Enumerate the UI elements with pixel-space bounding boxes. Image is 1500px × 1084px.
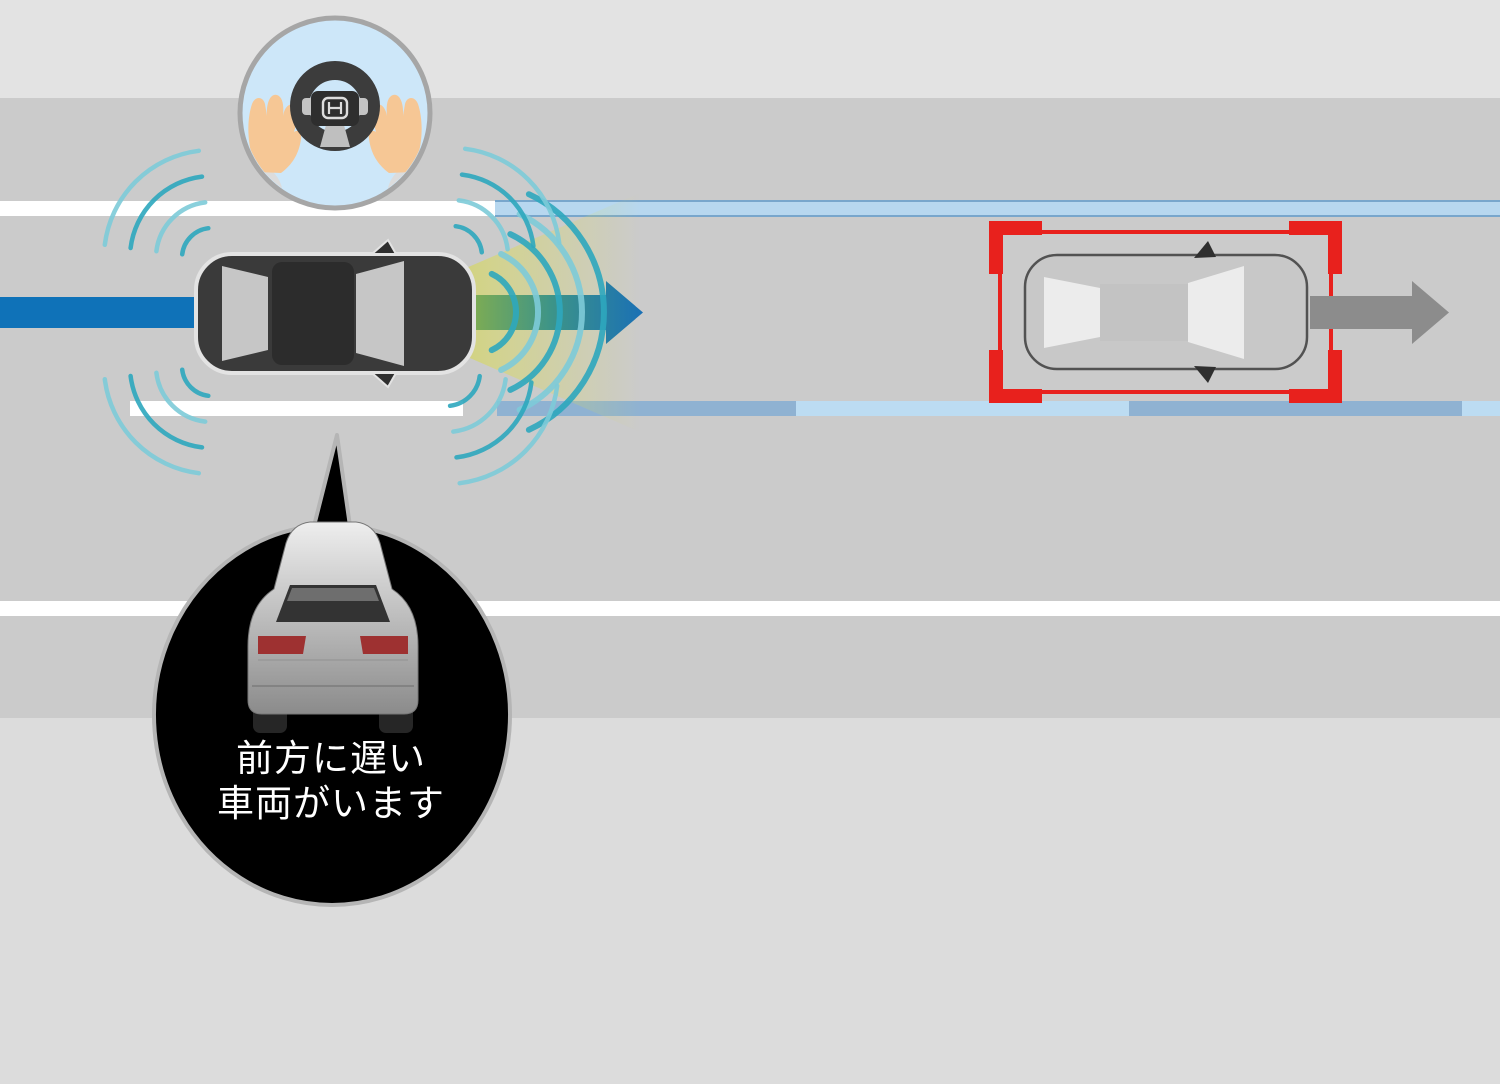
- alert-bubble-line2: 車両がいます: [217, 783, 445, 824]
- lane-line-middle-detected-segment: [1129, 401, 1462, 416]
- rear-view-car-image: [247, 521, 419, 733]
- ego-path-trail: [0, 297, 204, 328]
- honda-h-logo: [321, 96, 349, 120]
- radar-wave-icon-rear-left: [102, 148, 211, 257]
- radar-wave-icon-front-bottom: [447, 373, 560, 486]
- lane-line-middle-detected-segment: [1462, 401, 1500, 416]
- alert-bubble-icon: [152, 433, 512, 907]
- hands-on-steering-wheel-icon: [237, 15, 433, 211]
- ego-car-icon: [194, 238, 476, 389]
- honda-h-logo-glyph: [327, 102, 343, 114]
- hand-right: [368, 94, 422, 173]
- lane-line-middle-white: [130, 401, 463, 416]
- hand-left: [248, 94, 302, 173]
- taillight-left: [258, 636, 306, 654]
- alert-bubble-line1: 前方に遅い: [236, 738, 426, 779]
- ego-side-mirror: [369, 372, 398, 389]
- lane-line-middle-detected-segment: [497, 401, 796, 416]
- lane-line-top-detected-blue: [495, 200, 1500, 217]
- lead-forward-arrow-icon: [1310, 281, 1449, 344]
- lead-side-mirror: [1194, 241, 1216, 258]
- radar-wave-icon-front-top: [453, 146, 562, 255]
- lane-line-top-white: [0, 201, 495, 216]
- lead-car-icon: [1023, 241, 1309, 383]
- radar-wave-icon-rear-left-bottom: [102, 367, 211, 476]
- radar-wave-icon-front: [488, 191, 607, 433]
- ego-side-mirror: [369, 238, 398, 255]
- lane-line-middle-detected-segment: [796, 401, 1129, 416]
- taillight-right: [360, 636, 408, 654]
- alert-bubble-text: 前方に遅い 車両がいます: [151, 736, 511, 826]
- steering-wheel-spoke-lower: [320, 125, 350, 147]
- lead-side-mirror: [1194, 366, 1216, 383]
